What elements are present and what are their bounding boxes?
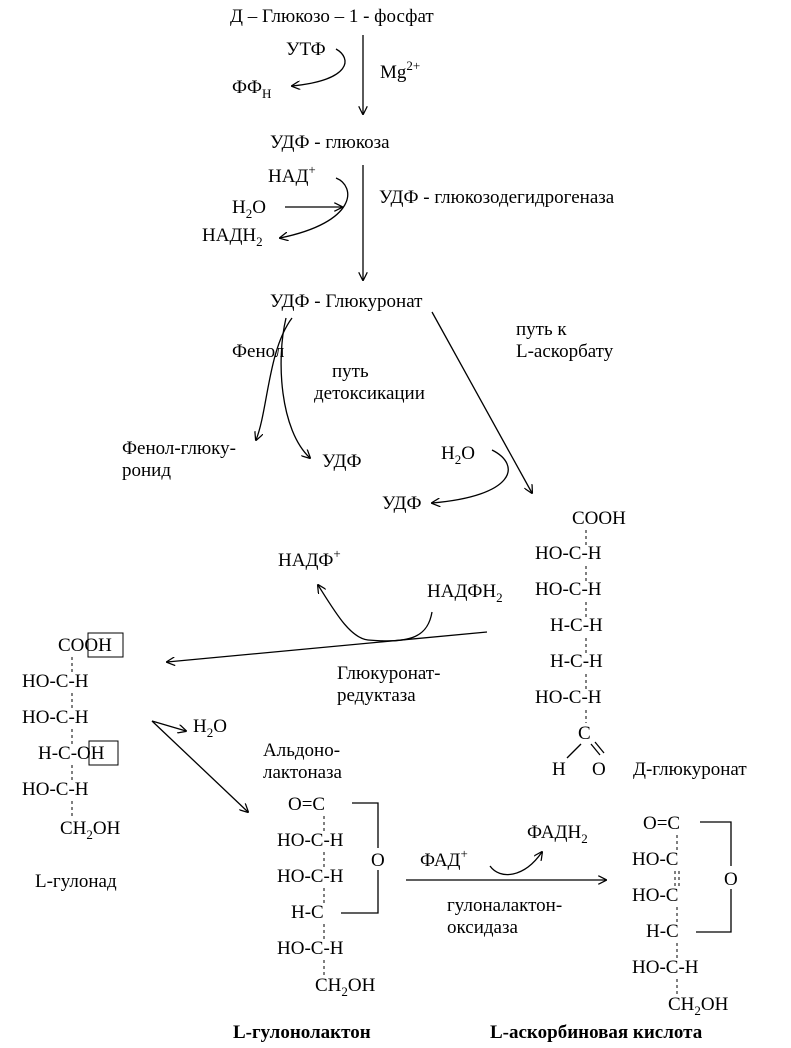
gulonate-row-1: HO-C-H (22, 671, 89, 692)
detox-path-label-1: путь (332, 361, 369, 382)
arrow-utp-to-ppi (292, 48, 346, 86)
udp-glucuronate-label: УДФ - Глюкуронат (270, 291, 423, 312)
ascorbic-ch2oh: CH2OH (668, 994, 729, 1018)
udp-label-2: УДФ (382, 493, 422, 514)
phenol-glucuronide-label-1: Фенол-глюку- (122, 438, 236, 459)
ascorbic-ring-bottom (696, 889, 732, 933)
arrow-h2o-out (151, 720, 186, 731)
ascorbic-row-3: HO-C (632, 885, 678, 906)
ascorbic-name: L-аскорбиновая кислота (490, 1022, 703, 1043)
gulonolactone-name: L-гулонолактон (233, 1022, 371, 1043)
glucuronate-structure: COOH HO-C-H HO-C-H H-C-H H-C-H HO-C-H C … (535, 508, 747, 780)
detox-path-label-2: детоксикации (314, 383, 425, 404)
arrow-fad-to-fadh2 (489, 852, 542, 876)
gulonate-row-2: HO-C-H (22, 707, 89, 728)
lactonase-label-2: лактоназа (263, 762, 343, 783)
ppi-label: ФФН (232, 77, 271, 101)
arrow-nadph2-to-nadp (318, 585, 433, 642)
arrow-to-udp-1 (280, 317, 310, 458)
lactonase-label-1: Альдоно- (263, 740, 340, 761)
glucuronate-row-1: HO-C-H (535, 543, 602, 564)
h2o-label-2: Н2O (441, 443, 475, 467)
glucuronate-reductase-label-1: Глюкуронат- (337, 663, 440, 684)
arrow-glucuronate-to-gulonate (167, 631, 488, 662)
ascorbate-path-label-1: путь к (516, 319, 567, 340)
glucuronate-row-4: H-C-H (550, 651, 603, 672)
gulonolactone-ring-o: O (371, 850, 385, 871)
ascorbic-ring-o: O (724, 869, 738, 890)
ascorbic-row-4: H-C (646, 921, 679, 942)
udp-glucose-label: УДФ - глюкоза (270, 132, 390, 153)
nad-label: НАД+ (268, 162, 316, 187)
phenol-glucuronide-label-2: ронид (122, 460, 171, 481)
gulonate-structure: COOH HO-C-H HO-C-H H-C-OH HO-C-H CH2OH L… (22, 632, 124, 892)
udp-glucose-dehydrogenase-label: УДФ - глюкозодегидрогеназа (379, 187, 615, 208)
glucuronate-aldehyde-c: C (578, 723, 591, 744)
ascorbic-row-5: HO-C-H (632, 957, 699, 978)
arrow-to-phenol-glucuronide (256, 317, 293, 440)
glucuronate-cooh: COOH (572, 508, 626, 529)
glucuronate-row-5: HO-C-H (535, 687, 602, 708)
ascorbate-path-label-2: L-аскорбату (516, 341, 614, 362)
gulonolactone-row-4: H-C (291, 902, 324, 923)
mg-label: Mg2+ (380, 58, 420, 83)
gulonolactone-ring-top (352, 802, 379, 848)
arrow-nad-to-nadh2 (280, 177, 349, 238)
glucuronate-aldehyde-h: H (552, 759, 566, 780)
utp-label: УТФ (286, 39, 326, 60)
ascorbic-ring-top (700, 821, 732, 866)
gulonolactone-ring-bottom (341, 870, 379, 914)
gulonate-name: L-гулонад (35, 871, 117, 892)
oxidase-label-1: гулоналактон- (447, 895, 562, 916)
gulonolactone-row-5: HO-C-H (277, 938, 344, 959)
glucuronate-aldehyde-o: O (592, 759, 606, 780)
gulonate-oh-box-1 (87, 632, 124, 658)
arrow-h2o-to-udp (432, 449, 509, 503)
gulonate-row-5: HO-C-H (22, 779, 89, 800)
glucuronate-name: Д-глюкуронат (633, 759, 747, 780)
gulonolactone-row-3: HO-C-H (277, 866, 344, 887)
h2o-label-3: Н2O (193, 716, 227, 740)
gulonate-oh-box-2 (88, 740, 119, 766)
gulonolactone-row-1: O=C (288, 794, 325, 815)
nadph2-label: НАДФН2 (427, 581, 503, 605)
gulonolactone-ch2oh: CH2OH (315, 975, 376, 999)
nadh2-label: НАДН2 (202, 225, 263, 249)
glucuronate-row-2: HO-C-H (535, 579, 602, 600)
ascorbic-row-2: HO-C (632, 849, 678, 870)
oxidase-label-2: оксидаза (447, 917, 518, 938)
glucose-1-phosphate-label: Д – Глюкозо – 1 - фосфат (230, 6, 434, 27)
h2o-label-1: Н2O (232, 197, 266, 221)
gulonate-carboxyl: COOH (58, 635, 112, 656)
arrow-gulonate-to-gulonolactone (151, 720, 248, 812)
gulonolactone-row-2: HO-C-H (277, 830, 344, 851)
ascorbic-acid-structure: O=C HO-C HO-C H-C HO-C-H CH2OH O L-аскор… (490, 813, 738, 1043)
glucuronate-row-3: H-C-H (550, 615, 603, 636)
fad-label: ФАД+ (420, 846, 468, 871)
gulonolactone-structure: O=C HO-C-H HO-C-H H-C HO-C-H CH2OH O L-г… (233, 794, 385, 1043)
phenol-label: Фенол (232, 341, 285, 362)
glucuronate-reductase-label-2: редуктаза (337, 685, 416, 706)
arrow-to-glucuronate (431, 311, 532, 493)
gulonate-ch2oh: CH2OH (60, 818, 121, 842)
nadp-label: НАДФ+ (278, 546, 341, 571)
udp-label-1: УДФ (322, 451, 362, 472)
gulonate-row-3: H-C-OH (38, 743, 105, 764)
ascorbic-row-1: O=C (643, 813, 680, 834)
fadh2-label: ФАДН2 (527, 822, 588, 846)
